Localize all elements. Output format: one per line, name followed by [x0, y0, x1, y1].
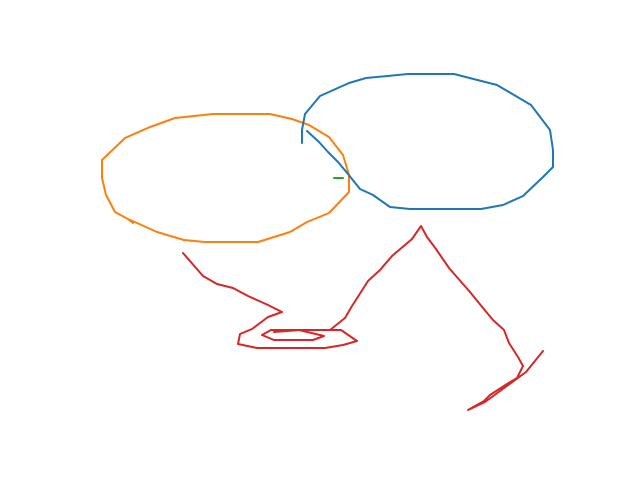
- red-zigzag-stroke: [182, 225, 544, 411]
- blue-loop-stroke: [301, 73, 554, 210]
- orange-loop-stroke: [101, 113, 350, 243]
